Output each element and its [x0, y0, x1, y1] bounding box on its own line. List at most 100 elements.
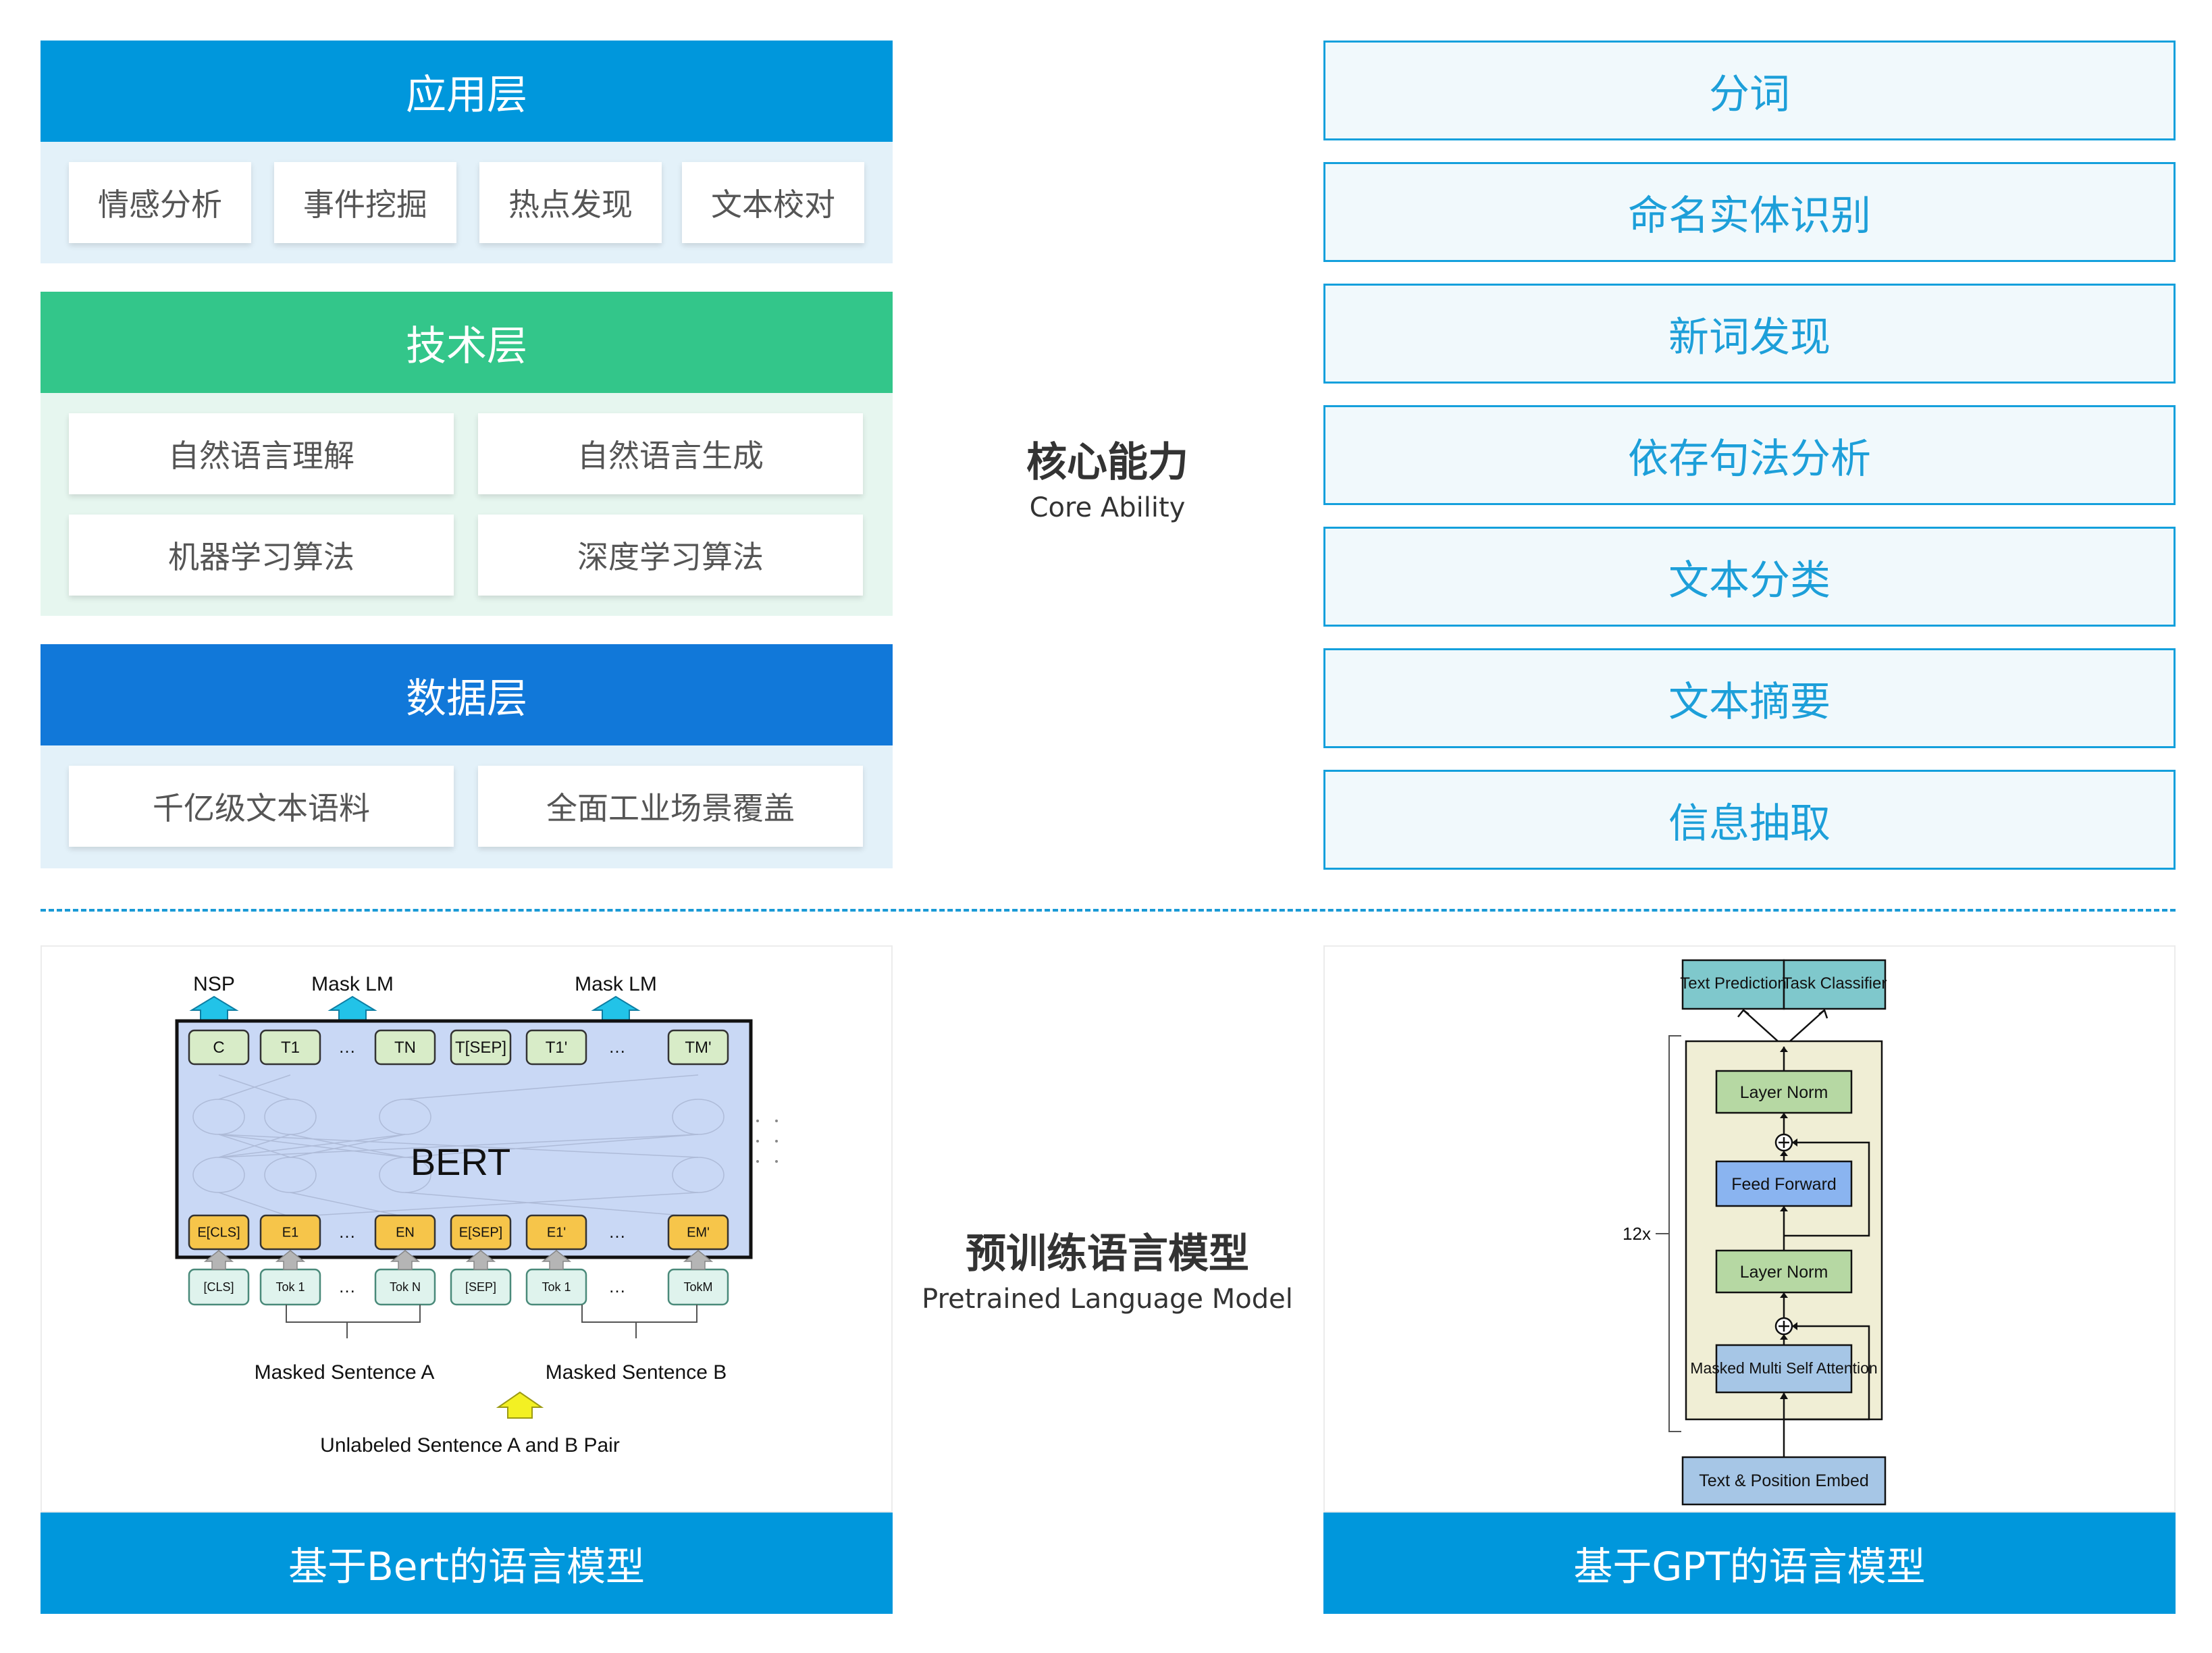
ability-information-extraction: 信息抽取 — [1323, 770, 2176, 870]
emb-tokens-label: E[SEP] — [459, 1226, 502, 1240]
head-text-prediction-label: Text Prediction — [1680, 974, 1786, 993]
top-tokens-box — [667, 1029, 729, 1066]
technology-layer-title: 技术层 — [406, 322, 527, 370]
input-tokens-label: TokM — [683, 1280, 712, 1294]
top-tokens-ellipsis: … — [608, 1037, 626, 1057]
core-ability-title: 核心能力 — [1026, 439, 1188, 486]
bert-diagram: NSP Mask LM Mask LM BERT C T1 … TN T[SEP] T1'… — [175, 973, 778, 1457]
section-divider — [41, 909, 2176, 912]
emb-tokens-box — [188, 1214, 250, 1251]
gpt-diagram: Text Prediction Task Classifier 12x Laye… — [1623, 959, 1887, 1506]
data-layer-header: 数据层 — [41, 644, 893, 745]
layer-norm-bottom-label: Layer Norm — [1740, 1263, 1828, 1282]
input-tokens-ellipsis: … — [608, 1276, 626, 1296]
emb-tokens-label: E[CLS] — [197, 1226, 240, 1240]
data-item-industry: 全面工业场景覆盖 — [478, 766, 863, 847]
top-tokens-ellipsis: … — [338, 1037, 356, 1057]
ability-ner: 命名实体识别 — [1323, 162, 2176, 262]
sentence-b-label: Masked Sentence B — [546, 1361, 727, 1384]
svg-text:Masked Multi Self Attention: Masked Multi Self Attention — [1690, 1359, 1877, 1377]
ability-dependency-parsing: 依存句法分析 — [1323, 405, 2176, 505]
emb-tokens-box — [450, 1214, 512, 1251]
layer-norm-top-label: Layer Norm — [1740, 1083, 1828, 1102]
emb-tokens-box — [374, 1214, 436, 1251]
pretrained-title: 预训练语言模型 — [966, 1230, 1249, 1278]
top-tokens-label: T[SEP] — [455, 1039, 506, 1057]
head-task-classifier-label: Task Classifier — [1783, 974, 1887, 993]
nsp-label: NSP — [193, 973, 235, 995]
emb-tokens-label: EN — [396, 1226, 415, 1240]
embedding-arrow-icon — [541, 1250, 572, 1270]
head-text-prediction — [1681, 959, 1785, 1010]
ability-segmentation: 分词 — [1323, 41, 2176, 140]
emb-tokens-box — [667, 1214, 729, 1251]
sentence-b-bracket — [581, 1305, 697, 1338]
top-tokens-label: T1 — [281, 1039, 300, 1057]
pretrained-subtitle: Pretrained Language Model — [922, 1284, 1293, 1315]
pair-label: Unlabeled Sentence A and B Pair — [320, 1434, 620, 1457]
emb-tokens-ellipsis: … — [338, 1222, 356, 1242]
attention-label: Masked Multi Self Attention — [1690, 1359, 1877, 1377]
emb-tokens-label: EM' — [687, 1226, 710, 1240]
input-tokens-ellipsis: … — [338, 1276, 356, 1296]
bert-model-label: BERT — [411, 1140, 510, 1183]
tech-item-nlu: 自然语言理解 — [69, 413, 454, 494]
input-tokens-label: [SEP] — [465, 1280, 496, 1294]
embed-label: Text & Position Embed — [1699, 1471, 1869, 1490]
layer-norm-top — [1715, 1070, 1853, 1114]
mask-lm-label-2: Mask LM — [575, 973, 657, 995]
embedding-arrow-icon — [683, 1250, 714, 1270]
mask-lm-arrow-icon-2 — [591, 995, 641, 1022]
input-tokens-label: [CLS] — [203, 1280, 234, 1294]
input-tokens-label: Tok N — [390, 1280, 421, 1294]
data-layer-body: 千亿级文本语料 全面工业场景覆盖 — [41, 745, 893, 868]
masked-self-attention — [1715, 1344, 1853, 1394]
tech-item-nlg: 自然语言生成 — [478, 413, 863, 494]
top-tokens-box — [188, 1029, 250, 1066]
svg-text:Task Classifier: Task Classifier — [1783, 974, 1887, 993]
pretrained-label: 预训练语言模型 Pretrained Language Model — [905, 1221, 1310, 1315]
top-tokens-label: TN — [394, 1039, 416, 1057]
application-layer-title: 应用层 — [406, 71, 527, 119]
pair-arrow-icon — [496, 1391, 544, 1419]
app-item-sentiment: 情感分析 — [69, 162, 251, 243]
data-item-corpus: 千亿级文本语料 — [69, 766, 454, 847]
embedding-arrow-icon — [465, 1250, 496, 1270]
embedding-arrow-icon — [390, 1250, 421, 1270]
top-tokens-box — [525, 1029, 587, 1066]
application-layer-header: 应用层 — [41, 41, 893, 142]
app-item-event-mining: 事件挖掘 — [274, 162, 456, 243]
emb-tokens-box — [525, 1214, 587, 1251]
application-layer-body: 情感分析 事件挖掘 热点发现 文本校对 — [41, 142, 893, 263]
head-task-classifier — [1783, 959, 1887, 1010]
technology-layer-header: 技术层 — [41, 292, 893, 393]
tech-item-ml: 机器学习算法 — [69, 515, 454, 596]
architecture-panel: 应用层 情感分析 事件挖掘 热点发现 文本校对 技术层 自然语言理解 自然语言生… — [41, 41, 893, 868]
tech-item-dl: 深度学习算法 — [478, 515, 863, 596]
emb-tokens-box — [259, 1214, 321, 1251]
top-tokens-label: C — [213, 1039, 224, 1057]
input-tokens-label: Tok 1 — [542, 1280, 571, 1294]
core-ability-label: 核心能力 Core Ability — [932, 429, 1283, 523]
ability-summarization: 文本摘要 — [1323, 648, 2176, 748]
app-item-hotspot: 热点发现 — [479, 162, 662, 243]
gpt-caption-bar: 基于GPT的语言模型 — [1323, 1513, 2176, 1614]
emb-tokens-ellipsis: … — [608, 1222, 626, 1242]
sentence-a-bracket — [286, 1305, 421, 1338]
gpt-diagram-box: Text Prediction Task Classifier 12x Laye… — [1323, 945, 2176, 1513]
feed-forward — [1715, 1160, 1853, 1207]
mask-lm-label-1: Mask LM — [311, 973, 394, 995]
technology-layer-body: 自然语言理解 自然语言生成 机器学习算法 深度学习算法 — [41, 393, 893, 616]
top-tokens-box — [374, 1029, 436, 1066]
emb-tokens-label: E1 — [282, 1226, 298, 1240]
nsp-arrow-icon — [189, 995, 239, 1022]
emb-tokens-label: E1' — [547, 1226, 566, 1240]
core-ability-subtitle: Core Ability — [1029, 492, 1186, 523]
bert-caption-bar: 基于Bert的语言模型 — [41, 1513, 893, 1614]
embedding-arrow-icon — [275, 1250, 306, 1270]
bert-diagram-box: NSP Mask LM Mask LM BERT C T1 … TN T[SEP] T1'… — [41, 945, 893, 1513]
ability-text-classification: 文本分类 — [1323, 527, 2176, 627]
top-tokens-label: TM' — [685, 1039, 711, 1057]
app-item-proofreading: 文本校对 — [682, 162, 864, 243]
top-tokens-label: T1' — [546, 1039, 568, 1057]
